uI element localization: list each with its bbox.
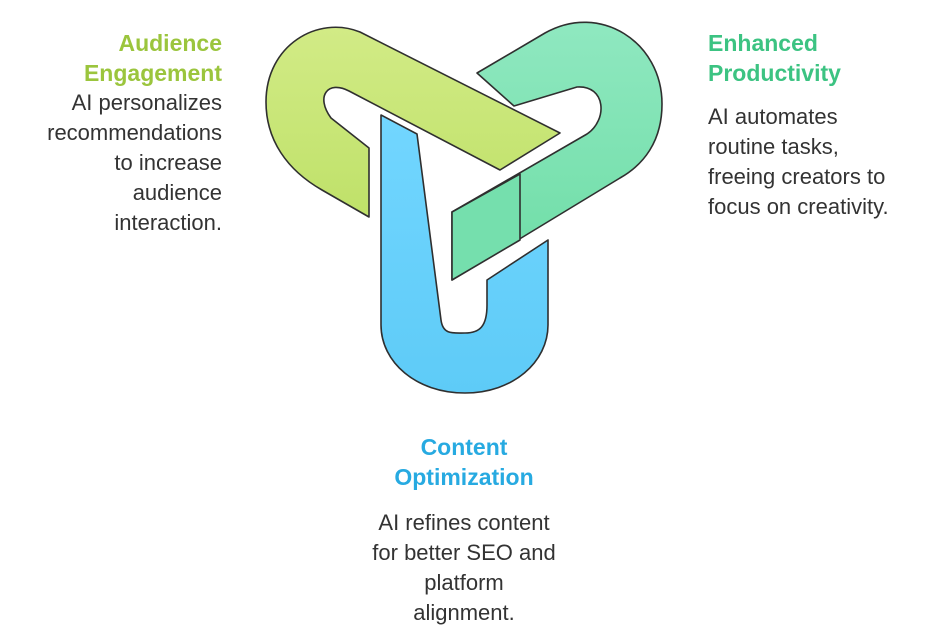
content-loop [380,114,549,394]
audience-loop [265,26,561,218]
content-optimization-title: Content Optimization [394,434,534,490]
productivity-crossing-strand [451,173,521,281]
enhanced-productivity-description: AI automates routine tasks, freeing crea… [708,104,889,219]
audience-engagement-section: Audience Engagement AI personalizes reco… [10,28,222,238]
audience-engagement-title: Audience Engagement [83,30,222,86]
enhanced-productivity-title: Enhanced Productivity [708,30,841,86]
content-optimization-description: AI refines content for better SEO and pl… [372,510,556,625]
audience-engagement-description: AI personalizes recommendations to incre… [47,90,222,235]
enhanced-productivity-section: Enhanced Productivity AI automates routi… [708,28,938,222]
content-optimization-section: Content Optimization AI refines content … [340,432,588,628]
